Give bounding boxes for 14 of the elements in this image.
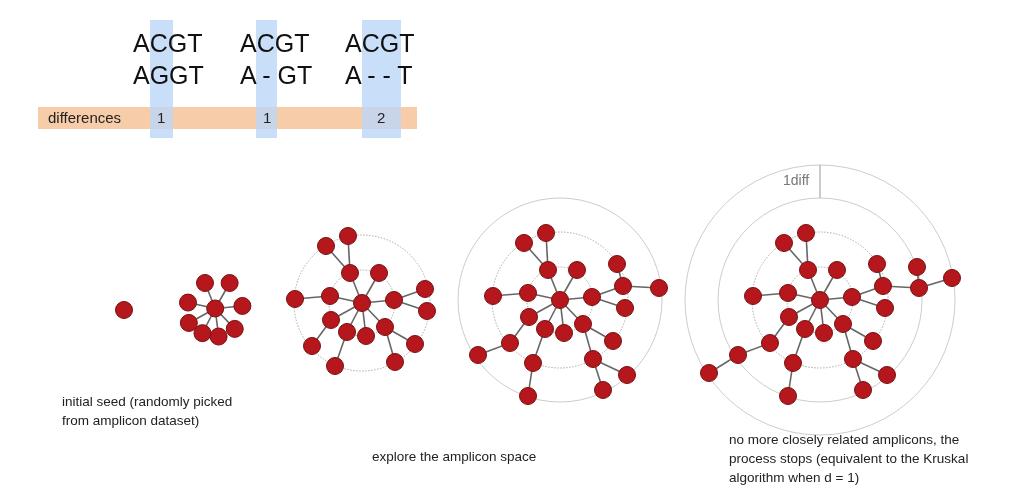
caption: initial seed (randomly picked from amplicon dataset) [62, 393, 234, 430]
sequence-text: ACGT [240, 31, 310, 56]
caption: explore the amplicon space [372, 448, 538, 466]
row-label: differences [48, 109, 122, 127]
difference-count: 1 [157, 109, 166, 127]
sequence-text: ACGT [345, 31, 415, 56]
caption: no more closely related amplicons, the process stops (equivalent to the Kruskal algorithm when d = 1) [729, 431, 969, 487]
sequence-text: ACGT [133, 31, 203, 56]
sequence-text: A - GT [240, 63, 313, 88]
difference-count: 1 [263, 109, 272, 127]
sequence-text: AGGT [133, 63, 204, 88]
sequence-text: A - - T [345, 63, 413, 88]
ring-label: 1diff [783, 172, 810, 188]
difference-count: 2 [377, 109, 386, 127]
